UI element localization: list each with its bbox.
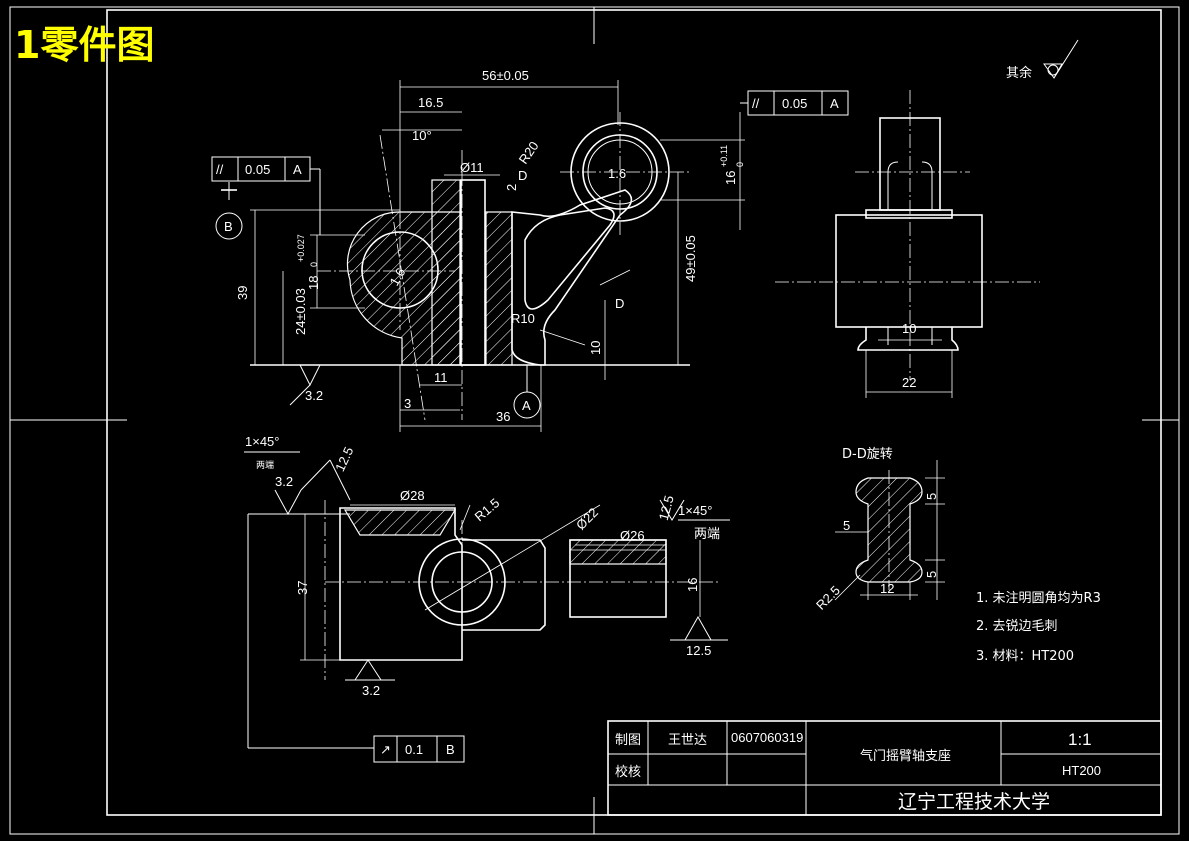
dim-49: 49±0.05 <box>683 235 698 282</box>
dim-16-tol-lo: 0 <box>735 162 745 167</box>
section-dim-5-web: 5 <box>843 518 850 533</box>
title-scale: 1:1 <box>1068 730 1092 749</box>
section-d-label-2: D <box>615 296 624 311</box>
chamfer-left-note: 两端 <box>256 459 274 471</box>
tolerance-frame-right: // 0.05 A <box>740 90 849 116</box>
dim-56: 56±0.05 <box>482 68 529 83</box>
drawing-title: 1零件图 <box>14 23 154 67</box>
section-d-label-1: D <box>518 168 527 183</box>
side-view: 10 22 <box>775 90 1040 398</box>
title-check-label: 校核 <box>615 764 641 780</box>
top-roughness-bottom-3-2: 3.2 <box>362 683 380 698</box>
dim-r10: R10 <box>511 311 535 326</box>
roughness-note: 其余 <box>1006 39 1079 81</box>
title-part-name: 气门摇臂轴支座 <box>860 748 951 764</box>
dim-10-front: 10 <box>588 341 603 355</box>
top-roughness-bottom-12-5: 12.5 <box>686 643 711 658</box>
note-1: 1. 未注明圆角均为R3 <box>976 591 1101 606</box>
dim-11-top: Ø11 <box>460 160 484 175</box>
dim-24: 24±0.03 <box>293 288 308 335</box>
section-view-label: D-D旋转 <box>842 447 893 462</box>
dim-18: 18 <box>306 276 321 290</box>
title-student-no: 0607060319 <box>731 730 803 745</box>
chamfer-right: 1×45° <box>678 503 712 518</box>
title-drawn-name: 王世达 <box>668 733 707 748</box>
section-view: D-D旋转 5 5 5 12 R2.5 <box>813 447 945 613</box>
dim-16-5: 16.5 <box>418 95 443 110</box>
roughness-symbol-icon <box>299 364 321 387</box>
chamfer-left: 1×45° <box>245 434 279 449</box>
technical-notes: 1. 未注明圆角均为R3 2. 去锐边毛刺 3. 材料：HT200 <box>976 591 1101 664</box>
roughness-note-label: 其余 <box>1006 65 1032 81</box>
datum-b-label: B <box>224 219 233 234</box>
tolerance-right-value: 0.05 <box>782 96 807 111</box>
title-block: 制图 王世达 0607060319 校核 气门摇臂轴支座 1:1 HT200 辽… <box>607 720 1162 816</box>
side-dim-22: 22 <box>902 375 916 390</box>
tolerance-frame-left: // 0.05 A <box>211 156 321 235</box>
top-roughness-left-3-2: 3.2 <box>275 474 293 489</box>
top-roughness-left-12-5: 12.5 <box>332 444 356 473</box>
dim-11-bottom: 11 <box>434 370 448 385</box>
dim-18-tol-up: +0.027 <box>296 234 306 262</box>
title-school: 辽宁工程技术大学 <box>898 791 1050 813</box>
chamfer-right-note: 两端 <box>694 527 720 542</box>
tolerance-right-symbol: // <box>752 96 760 111</box>
section-dim-5-top: 5 <box>924 493 939 500</box>
dim-2: 2 <box>504 184 519 191</box>
tolerance-left-value: 0.05 <box>245 162 270 177</box>
top-dim-r1-5: R1.5 <box>472 495 503 524</box>
datum-b-circle <box>215 212 243 240</box>
section-dim-5-bottom: 5 <box>924 571 939 578</box>
dim-16-center: 1.6 <box>608 166 626 181</box>
dim-18-tol-lo: 0 <box>309 262 319 267</box>
front-view: 56±0.05 16.5 10° Ø11 R20 2 D 16 +0.11 0 … <box>211 68 849 432</box>
top-dim-26: Ø26 <box>620 528 645 543</box>
top-roughness-right-12-5: 12.5 <box>656 494 677 522</box>
section-dim-r2-5: R2.5 <box>813 583 843 613</box>
side-dim-10: 10 <box>902 321 916 336</box>
roughness-front-3-2: 3.2 <box>305 388 323 403</box>
dim-39: 39 <box>235 286 250 300</box>
top-dim-37: 37 <box>295 581 310 595</box>
tolerance-bottom-value: 0.1 <box>405 742 423 757</box>
tolerance-bottom-datum: B <box>446 742 455 757</box>
top-dim-28: Ø28 <box>400 488 425 503</box>
datum-a-label: A <box>522 398 531 413</box>
section-dim-12: 12 <box>880 581 894 596</box>
roughness-symbol-icon <box>274 489 302 516</box>
tolerance-right-datum: A <box>830 96 839 111</box>
tolerance-bottom-symbol: ↗ <box>380 742 391 757</box>
dim-16-tol-up: +0.11 <box>719 145 729 167</box>
dim-r20: R20 <box>516 139 542 167</box>
datum-a-circle <box>513 391 541 419</box>
tolerance-frame-bottom: ↗ 0.1 B <box>373 735 465 763</box>
dim-36: 36 <box>496 409 510 424</box>
title-material: HT200 <box>1062 763 1101 778</box>
dim-3: 3 <box>404 396 411 411</box>
tolerance-left-symbol: // <box>216 162 224 177</box>
dim-16: 16 <box>723 171 738 185</box>
tolerance-left-datum: A <box>293 162 302 177</box>
top-dim-16: 16 <box>685 578 700 592</box>
note-3: 3. 材料：HT200 <box>976 649 1074 664</box>
title-drawn-label: 制图 <box>615 733 641 748</box>
note-2: 2. 去锐边毛刺 <box>976 619 1058 634</box>
top-view: Ø28 R1.5 Ø22 Ø26 16 37 3.2 12.5 1×45° 两端… <box>244 434 730 763</box>
dim-10-deg: 10° <box>412 128 432 143</box>
roughness-symbol-icon <box>684 615 712 641</box>
